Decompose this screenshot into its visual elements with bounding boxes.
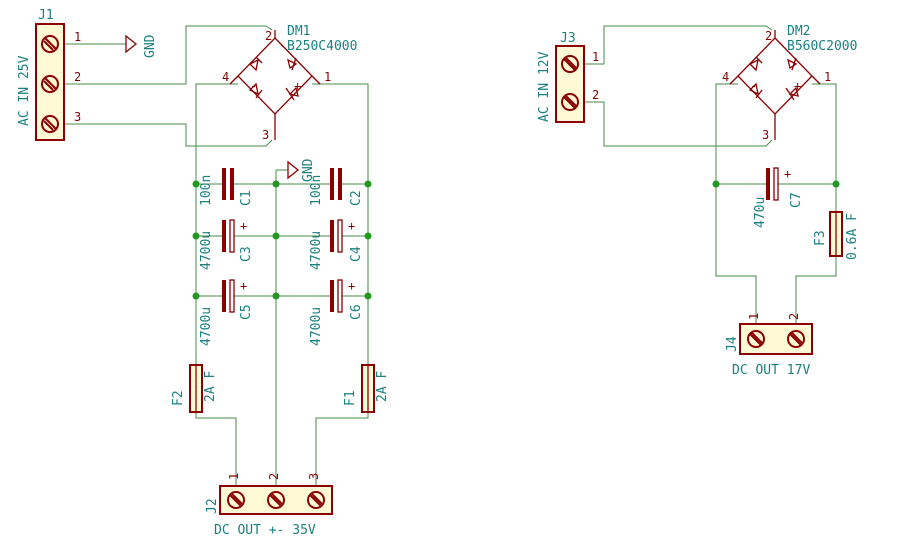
j4-pin-2: 2 [787,313,801,320]
dm1-minus: - [250,79,257,93]
screw-terminal-icon [747,330,805,348]
gnd-mid-label: GND [301,158,316,182]
j1-pin-1: 1 [74,30,81,44]
c1-value: 100n [199,175,214,206]
screw-terminal-icon [561,55,579,111]
dm1-pin-1: 1 [324,70,331,84]
dm1-value: B250C4000 [287,39,357,54]
left-junctions [192,180,372,300]
connector-j3: J3 1 2 AC IN 12V [537,31,599,123]
svg-text:+: + [348,279,355,293]
j3-pin-2: 2 [592,88,599,102]
c4-ref: C4 [349,246,364,262]
f3-value: 0.6A F [845,213,860,260]
right-junctions [712,180,840,188]
dm1-ref: DM1 [287,24,310,39]
connector-j1: J1 1 2 3 AC IN 25V [17,8,81,141]
c1-ref: C1 [239,190,254,206]
j1-pin-3: 3 [74,110,81,124]
connector-j2: 1 2 3 J2 DC OUT +- 35V [205,473,333,538]
gnd-symbol-middle: GND [287,158,316,182]
dm2-pin-2: 2 [765,29,772,43]
c7-value: 470u [753,197,768,228]
bridge-dm2: - + 2 1 4 3 DM2 B560C2000 [722,24,857,142]
gnd-top-label: GND [143,34,158,58]
j4-ref: J4 [725,336,740,352]
f2-value: 2A F [203,371,218,402]
c7-ref: C7 [789,192,804,208]
c6-ref: C6 [349,304,364,320]
dc-out-35v-label: DC OUT +- 35V [214,523,316,538]
capacitor-c4: + 4700u C4 [309,219,364,270]
dm2-pin-1: 1 [824,70,831,84]
dm1-pin-4: 4 [222,70,229,84]
diode-icon [248,56,299,101]
capacitor-c2: 100n C2 [309,168,364,206]
c4-value: 4700u [309,231,324,270]
svg-text:+: + [784,167,791,181]
dm2-value: B560C2000 [787,39,857,54]
fuse-f3: F3 0.6A F [813,211,860,260]
dm2-ref: DM2 [787,24,810,39]
svg-text:+: + [240,219,247,233]
dm1-pin-2: 2 [265,29,272,43]
ac-in-25v-label: AC IN 25V [17,55,32,126]
f1-value: 2A F [375,371,390,402]
capacitor-c1: 100n C1 [199,168,254,206]
diode-icon [748,56,799,101]
c5-value: 4700u [199,307,214,346]
capacitor-c3: + 4700u C3 [199,219,254,270]
j1-ref: J1 [38,8,54,23]
dc-out-17v-label: DC OUT 17V [732,363,810,378]
screw-terminal-icon [41,35,59,133]
j2-ref: J2 [205,498,220,514]
j3-ref: J3 [560,31,576,46]
j1-pin-2: 2 [74,70,81,84]
fuse-f2: F2 2A F [171,364,218,413]
f1-ref: F1 [343,390,358,406]
f2-ref: F2 [171,390,186,406]
svg-text:+: + [240,279,247,293]
c3-value: 4700u [199,231,214,270]
fuse-f1: F1 2A F [343,364,390,413]
c3-ref: C3 [239,246,254,262]
screw-terminal-icon [227,491,325,509]
capacitor-c6: + 4700u C6 [309,279,364,346]
j4-pin-1: 1 [747,313,761,320]
ac-in-12v-label: AC IN 12V [537,51,552,122]
j3-pin-1: 1 [592,50,599,64]
c5-ref: C5 [239,304,254,320]
j2-pin-1: 1 [227,473,241,480]
right-wires [584,25,837,324]
bridge-dm1: - + 2 1 4 3 DM1 B250C4000 [222,24,357,142]
dm2-pin-4: 4 [722,70,729,84]
gnd-symbol-top: GND [120,34,158,58]
dm2-plus: + [794,79,801,93]
c2-value: 100n [309,175,324,206]
f3-ref: F3 [813,230,828,246]
j2-pin-2: 2 [267,473,281,480]
dm2-pin-3: 3 [762,128,769,142]
c6-value: 4700u [309,307,324,346]
connector-j4: 1 2 J4 DC OUT 17V [725,313,813,378]
j2-pin-3: 3 [307,473,321,480]
capacitor-c5: + 4700u C5 [199,279,254,346]
dm1-plus: + [294,79,301,93]
dm2-minus: - [750,79,757,93]
dm1-pin-3: 3 [262,128,269,142]
svg-text:+: + [348,219,355,233]
c2-ref: C2 [349,190,364,206]
capacitor-c7: + 470u C7 [753,167,804,228]
